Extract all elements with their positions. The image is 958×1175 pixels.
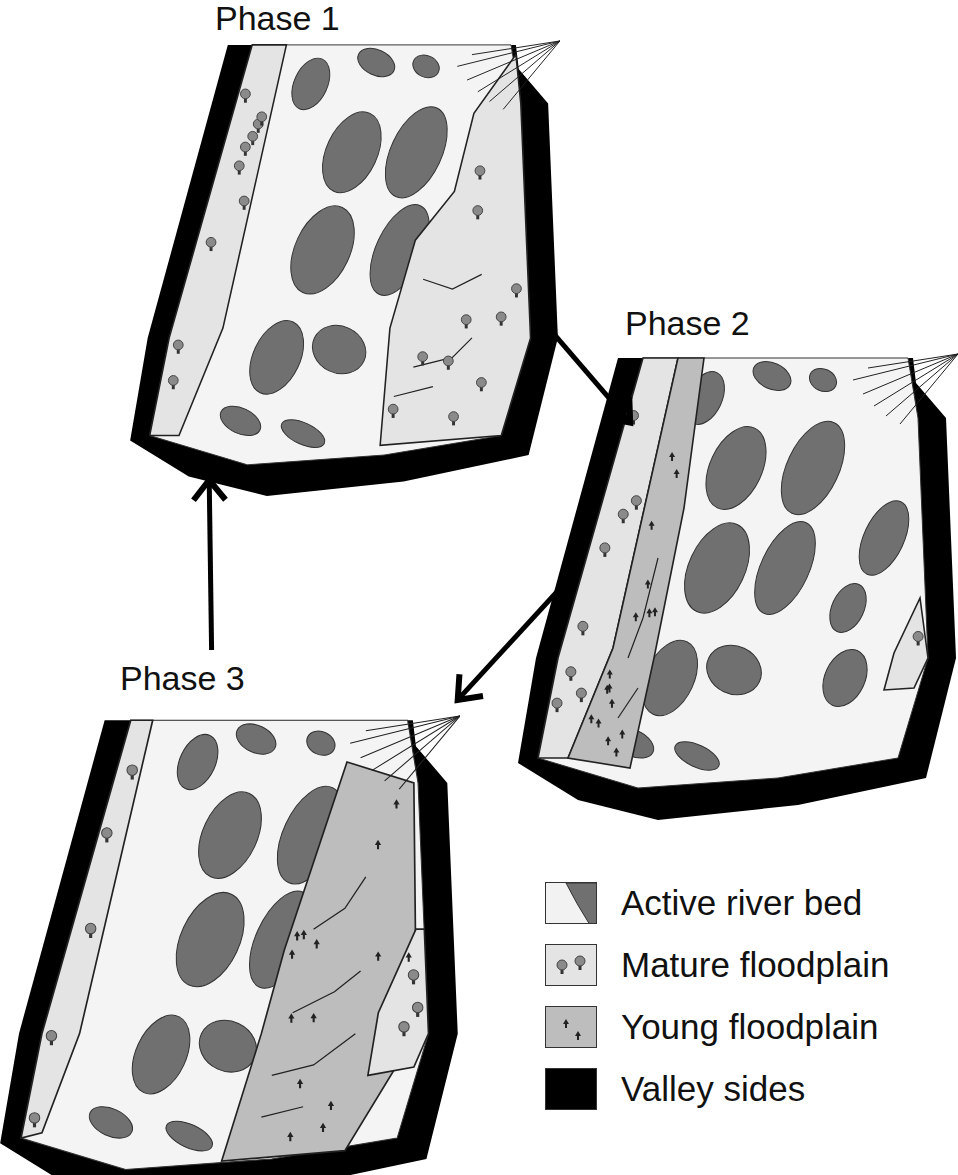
phase-panel: Phase 3 bbox=[0, 650, 460, 1175]
legend-swatch bbox=[545, 1006, 597, 1048]
legend-swatch bbox=[545, 1068, 597, 1110]
legend-label: Mature floodplain bbox=[621, 945, 890, 985]
legend-row: Active river bed bbox=[545, 872, 890, 934]
swatch-symbol bbox=[546, 945, 597, 986]
legend-swatch bbox=[545, 944, 597, 986]
valley-illustration bbox=[518, 353, 958, 823]
phase-label: Phase 3 bbox=[120, 660, 245, 697]
legend-row: Young floodplain bbox=[545, 996, 890, 1058]
legend-label: Active river bed bbox=[621, 883, 862, 923]
swatch-symbol bbox=[546, 883, 597, 924]
valley-illustration bbox=[130, 40, 560, 499]
phase-label: Phase 1 bbox=[215, 0, 340, 37]
legend-row: Mature floodplain bbox=[545, 934, 890, 996]
phase-panel: Phase 2 bbox=[515, 305, 958, 795]
legend-label: Valley sides bbox=[621, 1069, 805, 1109]
phase-panel: Phase 1 bbox=[130, 0, 570, 480]
phase-label: Phase 2 bbox=[625, 305, 750, 342]
legend-swatch bbox=[545, 882, 597, 924]
legend-row: Valley sides bbox=[545, 1058, 890, 1120]
cycle-arrow bbox=[193, 480, 225, 650]
legend-label: Young floodplain bbox=[621, 1007, 879, 1047]
swatch-symbol bbox=[546, 1007, 597, 1048]
legend: Active river bedMature floodplainYoung f… bbox=[545, 872, 890, 1120]
swatch-symbol bbox=[546, 1069, 597, 1110]
valley-illustration bbox=[0, 715, 460, 1175]
